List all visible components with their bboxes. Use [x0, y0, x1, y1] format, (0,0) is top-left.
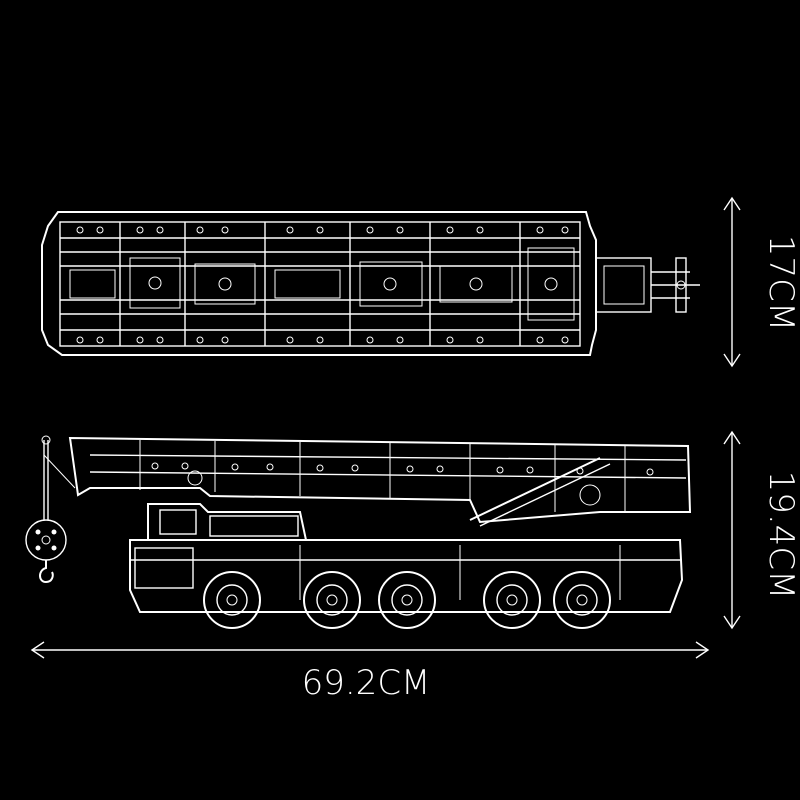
side-view-chassis	[129, 539, 684, 613]
side-height-label: 19.4CM	[761, 471, 800, 600]
wheel	[553, 571, 611, 629]
top-view-outline	[41, 211, 597, 356]
top-view-studs	[76, 226, 569, 344]
side-view-wheels	[203, 571, 611, 629]
wheel	[203, 571, 261, 629]
wheel	[303, 571, 361, 629]
length-label: 69.2CM	[302, 663, 431, 703]
crane-top-view	[41, 211, 700, 356]
wheel	[378, 571, 436, 629]
crane-hook	[25, 435, 76, 584]
top-height-label: 17CM	[761, 235, 800, 331]
dimension-length: 69.2CM	[30, 641, 710, 703]
dimension-side-height: 19.4CM	[723, 430, 800, 630]
crane-side-view	[25, 435, 692, 629]
wheel	[483, 571, 541, 629]
dimension-top-height: 17CM	[723, 196, 800, 368]
top-view-inner-frame	[59, 221, 581, 347]
